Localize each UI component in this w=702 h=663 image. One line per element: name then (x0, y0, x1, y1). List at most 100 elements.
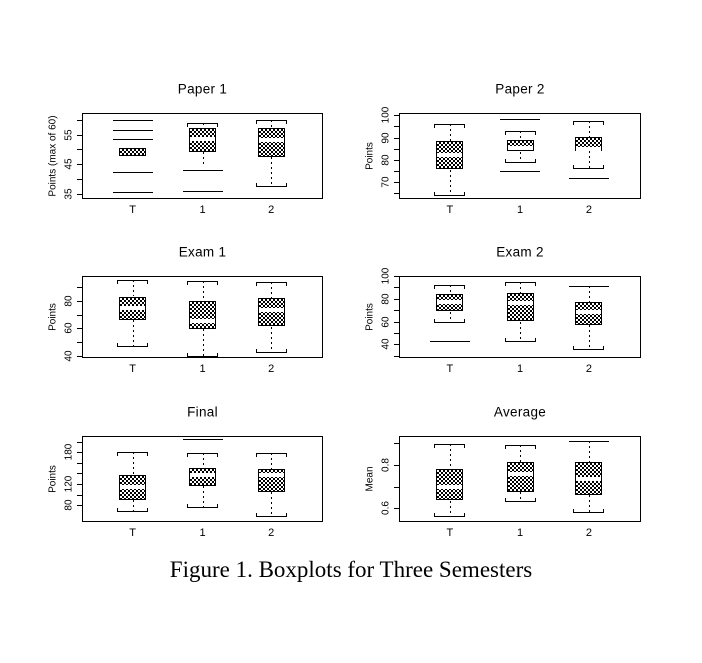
y-tick-label-final: 120 (63, 475, 75, 493)
y-axis-label-final: Points (47, 465, 59, 493)
y-tick-exam-2 (394, 344, 399, 345)
y-tick-label-paper-2: 90 (380, 132, 392, 144)
whisker-cap-upper (504, 131, 536, 135)
whisker-lower (450, 312, 451, 322)
y-tick-paper-2 (394, 149, 399, 150)
whisker-lower (203, 152, 204, 166)
y-tick-exam-2 (394, 287, 399, 288)
y-tick-exam-2 (394, 333, 399, 334)
y-tick-paper-2 (394, 160, 399, 161)
whisker-cap-lower (434, 319, 466, 323)
y-tick-label-paper-2: 100 (380, 106, 392, 124)
whisker-cap-lower (504, 159, 536, 163)
x-category-label-exam-2-2: 2 (585, 363, 593, 375)
outlier-line (112, 130, 153, 131)
whisker-upper (520, 131, 521, 141)
whisker-cap-upper (117, 280, 149, 284)
y-tick-exam-1 (77, 328, 82, 329)
x-category-label-paper-1-T: T (129, 204, 136, 216)
median-line (507, 472, 533, 476)
y-tick-exam-1 (77, 287, 82, 288)
y-tick-paper-1 (77, 149, 82, 150)
x-category-label-paper-1-1: 1 (199, 204, 206, 216)
outlier-line (182, 191, 223, 192)
median-line (190, 473, 215, 477)
y-tick-exam-2 (394, 322, 399, 323)
whisker-cap-lower (255, 183, 287, 187)
whisker-upper (450, 444, 451, 470)
outlier-line (429, 357, 470, 358)
whisker-upper (450, 285, 451, 295)
median-line (258, 308, 284, 312)
whisker-lower (589, 325, 590, 349)
outlier-line (429, 341, 470, 342)
whisker-upper (589, 121, 590, 137)
whisker-lower (271, 327, 272, 352)
y-tick-average (394, 508, 399, 509)
y-tick-paper-2 (394, 126, 399, 127)
outlier-line (112, 172, 153, 173)
y-tick-exam-2 (394, 299, 399, 300)
whisker-cap-upper (434, 444, 466, 448)
median-line (576, 477, 602, 481)
whisker-cap-upper (117, 452, 149, 456)
whisker-upper (589, 441, 590, 462)
box-average-T (436, 469, 464, 501)
whisker-cap-lower (573, 346, 605, 350)
whisker-cap-lower (187, 504, 218, 508)
whisker-cap-lower (255, 349, 287, 353)
whisker-cap-lower (573, 165, 605, 169)
median-line (507, 301, 533, 305)
whisker-cap-lower (255, 513, 287, 517)
whisker-lower (271, 492, 272, 517)
whisker-cap-lower (434, 192, 466, 196)
whisker-cap-lower (504, 338, 536, 342)
y-tick-paper-1 (77, 194, 82, 195)
whisker-upper (589, 286, 590, 303)
whisker-cap-lower (504, 498, 536, 502)
y-axis-label-paper-2: Points (364, 142, 376, 170)
panel-title-exam-1: Exam 1 (178, 244, 227, 260)
y-tick-exam-1 (77, 356, 82, 357)
whisker-upper (133, 452, 134, 476)
y-tick-exam-1 (77, 301, 82, 302)
y-tick-exam-1 (77, 315, 82, 316)
y-axis-label-exam-1: Points (47, 303, 59, 331)
y-tick-label-exam-1: 40 (63, 350, 75, 362)
y-tick-exam-2 (394, 276, 399, 277)
panel-title-paper-2: Paper 2 (495, 81, 545, 97)
y-tick-final (77, 495, 82, 496)
whisker-upper (271, 282, 272, 299)
median-line (576, 147, 602, 151)
x-category-label-final-T: T (129, 527, 136, 539)
x-category-label-final-2: 2 (268, 527, 275, 539)
whisker-cap-upper (568, 441, 609, 442)
whisker-lower (133, 320, 134, 347)
y-tick-label-paper-1: 55 (63, 129, 75, 141)
y-tick-average (394, 465, 399, 466)
x-category-label-paper-2-1: 1 (516, 204, 524, 216)
y-tick-paper-1 (77, 179, 82, 180)
outlier-line (500, 119, 540, 120)
median-line (258, 138, 284, 142)
panel-title-exam-2: Exam 2 (496, 244, 544, 260)
whisker-cap-lower (187, 353, 218, 357)
box-paper-1-T (119, 148, 147, 156)
y-tick-paper-2 (394, 182, 399, 183)
y-tick-paper-2 (394, 171, 399, 172)
median-line (120, 306, 146, 310)
y-tick-label-exam-2: 100 (380, 267, 392, 285)
y-tick-final (77, 484, 82, 485)
whisker-upper (271, 120, 272, 129)
median-line (190, 137, 215, 141)
whisker-lower (271, 157, 272, 187)
outlier-line (182, 170, 223, 171)
x-category-label-exam-1-1: 1 (199, 363, 206, 375)
y-tick-final (77, 473, 82, 474)
median-line (507, 146, 533, 150)
x-category-label-exam-1-T: T (129, 363, 136, 375)
median-line (437, 300, 463, 304)
whisker-cap-lower (117, 508, 149, 512)
y-tick-label-paper-2: 80 (380, 154, 392, 166)
